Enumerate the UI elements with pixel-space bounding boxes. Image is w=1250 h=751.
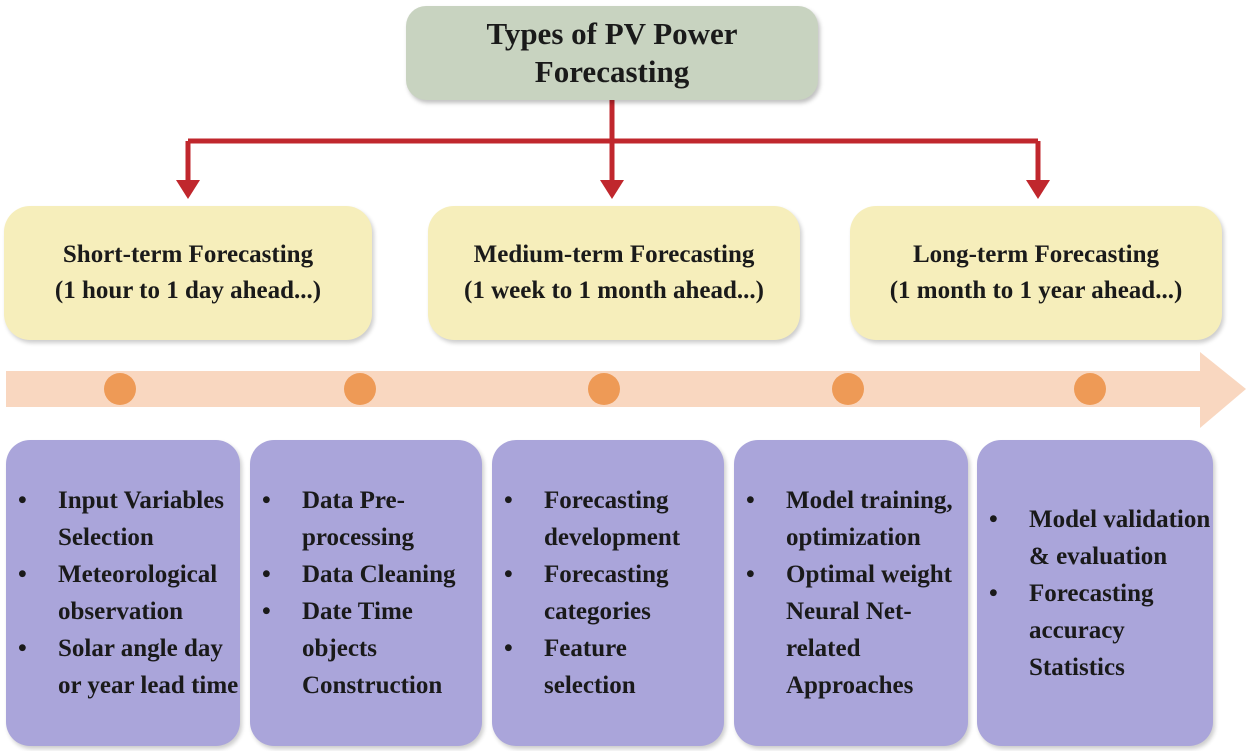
- step-item: Optimal weight Neural Net-related Approa…: [746, 556, 968, 704]
- root-node: Types of PV Power Forecasting: [406, 6, 818, 100]
- step-item: Date Time objects Construction: [262, 593, 482, 704]
- term-range: (1 hour to 1 day ahead...): [54, 277, 322, 304]
- timeline-dot: [1074, 373, 1106, 405]
- step-item: Data Pre-processing: [262, 482, 482, 556]
- step-item: Forecasting categories: [504, 556, 724, 630]
- arrow-long: [1026, 180, 1050, 199]
- term-long: Long-term Forecasting (1 month to 1 year…: [850, 206, 1222, 340]
- term-title: Medium-term Forecasting: [473, 241, 755, 268]
- step-card-validation: Model validation & evaluation Forecastin…: [977, 440, 1213, 746]
- term-short: Short-term Forecasting (1 hour to 1 day …: [4, 206, 372, 340]
- step-item: Solar angle day or year lead time: [18, 630, 240, 704]
- timeline-dot: [344, 373, 376, 405]
- timeline-dot: [104, 373, 136, 405]
- step-card-development: Forecasting development Forecasting cate…: [492, 440, 724, 746]
- step-card-input: Input Variables Selection Meteorological…: [6, 440, 240, 746]
- term-range: (1 month to 1 year ahead...): [889, 277, 1183, 304]
- timeline-arrow: [6, 352, 1246, 428]
- step-item: Forecasting development: [504, 482, 724, 556]
- root-title-line2: Forecasting: [534, 54, 690, 89]
- step-card-training: Model training, optimization Optimal wei…: [734, 440, 968, 746]
- timeline-dot: [832, 373, 864, 405]
- term-title: Short-term Forecasting: [62, 241, 314, 268]
- step-item: Feature selection: [504, 630, 724, 704]
- step-item: Forecasting accuracy Statistics: [989, 575, 1213, 686]
- step-card-preprocessing: Data Pre-processing Data Cleaning Date T…: [250, 440, 482, 746]
- step-item: Data Cleaning: [262, 556, 482, 593]
- term-range: (1 week to 1 month ahead...): [464, 277, 764, 304]
- step-item: Model validation & evaluation: [989, 501, 1213, 575]
- term-title: Long-term Forecasting: [912, 241, 1159, 268]
- step-item: Model training, optimization: [746, 482, 968, 556]
- step-item: Meteorological observation: [18, 556, 240, 630]
- timeline-dot: [588, 373, 620, 405]
- arrow-short: [176, 180, 200, 199]
- arrow-medium: [600, 180, 624, 199]
- term-medium: Medium-term Forecasting (1 week to 1 mon…: [428, 206, 800, 340]
- step-item: Input Variables Selection: [18, 482, 240, 556]
- root-title-line1: Types of PV Power: [486, 16, 738, 51]
